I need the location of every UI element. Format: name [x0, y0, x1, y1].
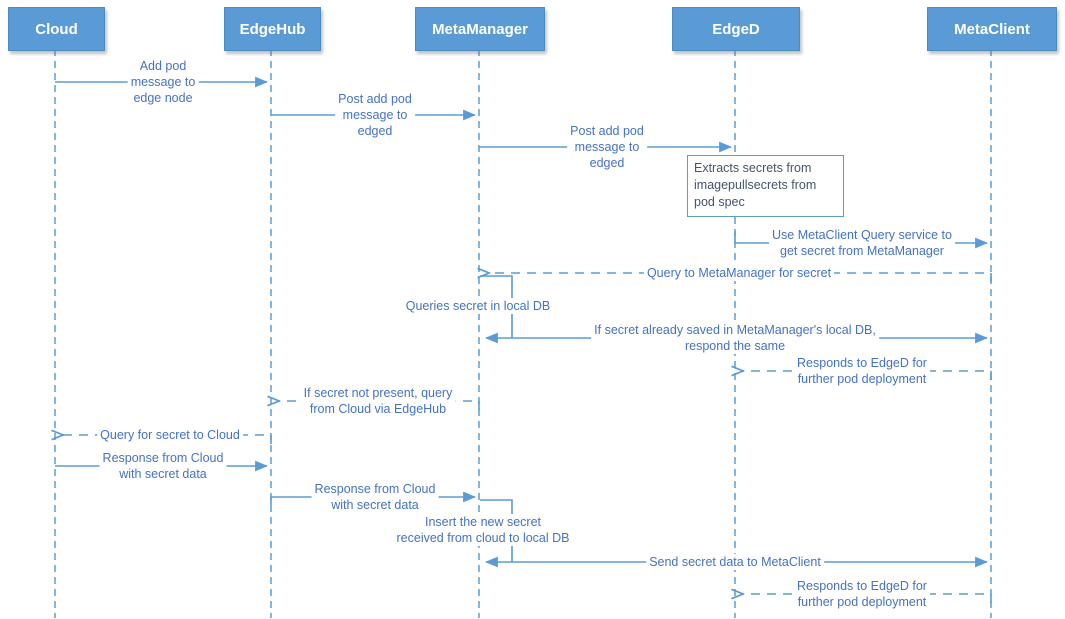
label-query-for-secret: Query for secret to Cloud	[97, 427, 243, 443]
label-send-secret-data: Send secret data to MetaClient	[646, 554, 824, 570]
label-responds-to-edged-1: Responds to EdgeD for further pod deploy…	[794, 355, 930, 387]
arrow-responds-to-edged-1	[742, 371, 992, 380]
actor-metaclient: MetaClient	[927, 7, 1057, 51]
arrow-self-queries-secret	[480, 275, 513, 338]
label-if-secret-saved: If secret already saved in MetaManager's…	[591, 322, 879, 354]
label-response-from-cloud-1: Response from Cloud with secret data	[99, 450, 227, 482]
actor-edgehub: EdgeHub	[224, 7, 321, 51]
label-queries-secret-local-db: Queries secret in local DB	[402, 298, 554, 314]
arrow-if-secret-not-present	[278, 401, 480, 410]
label-response-from-cloud-2: Response from Cloud with secret data	[311, 481, 439, 513]
label-post-add-pod-2: Post add pod message to edged	[567, 123, 647, 171]
note-box: Extracts secrets from imagepullsecrets f…	[687, 155, 844, 217]
label-query-to-metamanager: Query to MetaManager for secret	[643, 265, 835, 281]
actor-edged: EdgeD	[672, 7, 800, 51]
actor-cloud: Cloud	[8, 7, 105, 51]
label-insert-new-secret: Insert the new secret received from clou…	[393, 514, 573, 546]
arrow-responds-to-edged-2	[742, 594, 992, 603]
actor-metamanager: MetaManager	[415, 7, 545, 51]
label-use-metaclient-query: Use MetaClient Query service to get secr…	[769, 227, 955, 259]
label-add-pod: Add pod message to edge node	[127, 58, 199, 106]
label-if-secret-not-present: If secret not present, query from Cloud …	[300, 385, 456, 417]
label-post-add-pod-1: Post add pod message to edged	[335, 91, 415, 139]
label-responds-to-edged-2: Responds to EdgeD for further pod deploy…	[794, 578, 930, 610]
